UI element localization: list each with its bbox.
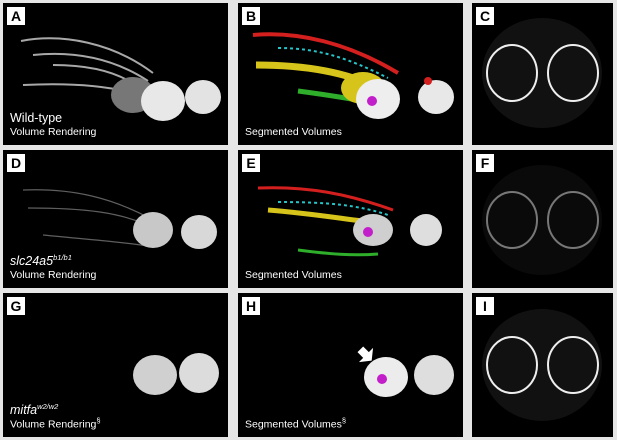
- panel-letter: I: [476, 297, 494, 315]
- panel-c: C: [472, 3, 613, 145]
- panel-letter: F: [476, 154, 494, 172]
- panel-letter: C: [476, 7, 494, 25]
- panel-g: G mitfaw2/w2 Volume Rendering§: [3, 293, 228, 437]
- panel-letter: E: [242, 154, 260, 172]
- panel-caption: Segmented Volumes§: [245, 415, 347, 431]
- panel-caption: Segmented Volumes: [245, 269, 342, 281]
- panel-letter: G: [7, 297, 25, 315]
- panel-f: F: [472, 150, 613, 288]
- genotype-label: Wild-type: [10, 111, 63, 125]
- panel-letter: B: [242, 7, 260, 25]
- panel-caption: Segmented Volumes: [245, 126, 342, 138]
- panel-a: A Wild-type Volume Rendering: [3, 3, 228, 145]
- panel-letter: D: [7, 154, 25, 172]
- panel-caption: Volume Rendering: [10, 126, 97, 138]
- panel-e: E Segmented Volumes: [238, 150, 463, 288]
- panel-caption: Volume Rendering: [10, 269, 97, 281]
- panel-b: B Segmented Volumes: [238, 3, 463, 145]
- genotype-label: slc24a5b1/b1: [10, 252, 72, 268]
- panel-letter: H: [242, 297, 260, 315]
- panel-letter: A: [7, 7, 25, 25]
- genotype-label: mitfaw2/w2: [10, 401, 59, 417]
- panel-d: D slc24a5b1/b1 Volume Rendering: [3, 150, 228, 288]
- panel-h: H Segmented Volumes§: [238, 293, 463, 437]
- panel-i: I: [472, 293, 613, 437]
- panel-caption: Volume Rendering§: [10, 415, 101, 431]
